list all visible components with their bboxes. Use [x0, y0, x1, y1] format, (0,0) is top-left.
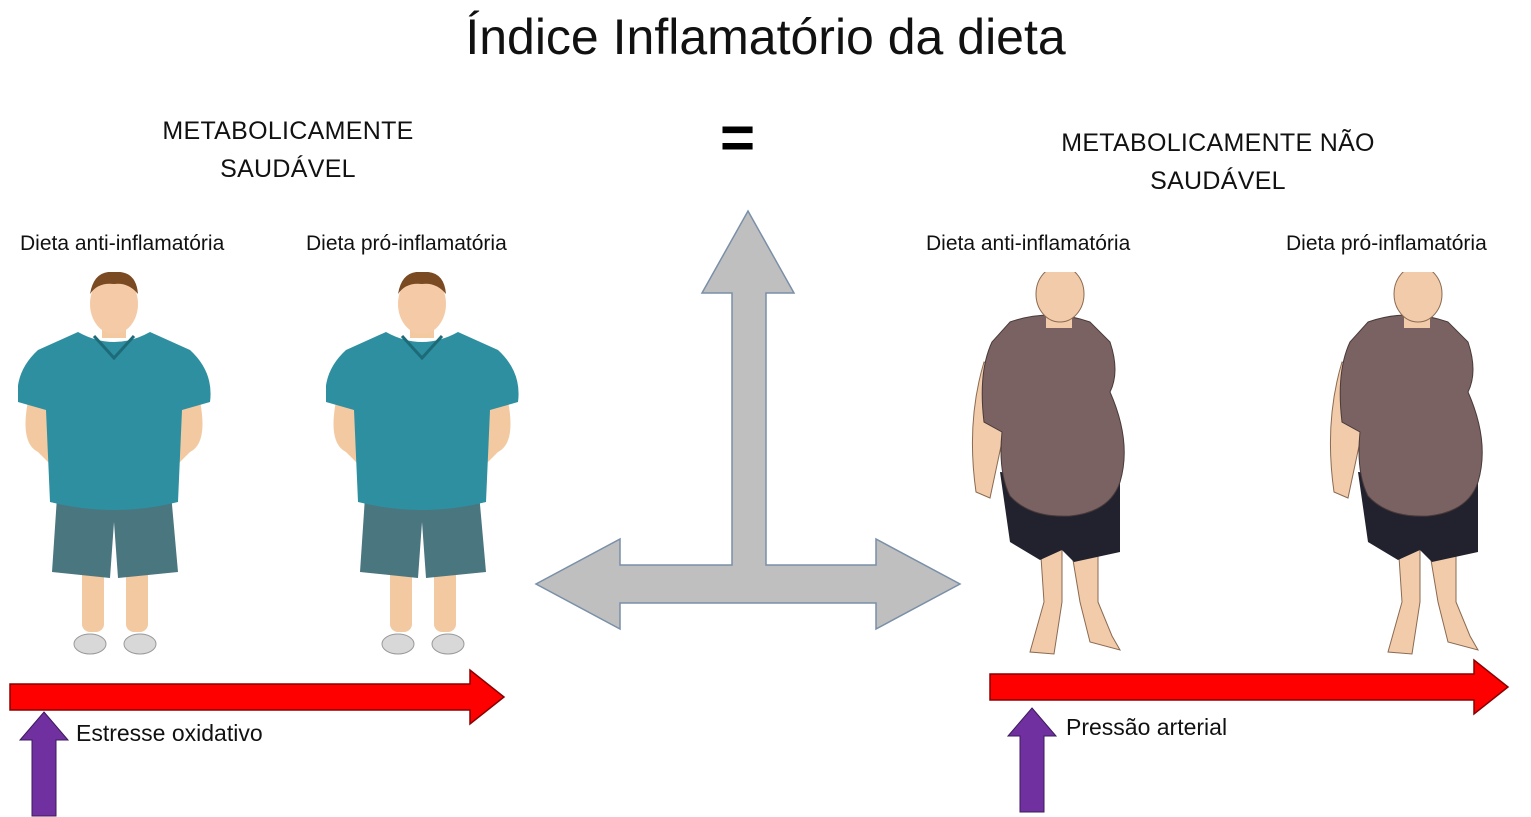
diet-label-unhealthy-anti: Dieta anti-inflamatória	[926, 232, 1131, 255]
effect-label-oxidative-stress: Estresse oxidativo	[76, 720, 263, 747]
center-three-way-arrow	[534, 209, 962, 631]
group-heading-unhealthy: METABOLICAMENTE NÃO SAUDÁVEL	[1038, 124, 1398, 200]
diet-label-healthy-anti: Dieta anti-inflamatória	[20, 232, 225, 255]
diet-label-unhealthy-pro: Dieta pró-inflamatória	[1286, 232, 1487, 255]
group-heading-healthy-line2: SAUDÁVEL	[220, 155, 356, 183]
group-heading-healthy-line1: METABOLICAMENTE	[162, 117, 414, 145]
person-healthy-pro-inflammatory	[326, 272, 521, 656]
group-heading-unhealthy-line1: METABOLICAMENTE NÃO	[1061, 129, 1375, 157]
effect-label-blood-pressure: Pressão arterial	[1066, 714, 1228, 740]
person-healthy-anti-inflammatory	[18, 272, 213, 656]
equals-sign: =	[720, 104, 756, 171]
purple-up-arrow-unhealthy	[1006, 707, 1058, 813]
person-unhealthy-anti-inflammatory	[971, 272, 1125, 655]
red-arrow-healthy	[9, 668, 506, 726]
page-title: Índice Inflamatório da dieta	[465, 9, 1066, 65]
group-heading-healthy: METABOLICAMENTE SAUDÁVEL	[138, 112, 438, 188]
red-arrow-unhealthy	[989, 658, 1510, 716]
group-heading-unhealthy-line2: SAUDÁVEL	[1150, 167, 1286, 195]
effect-label-oxidative-stress-text: Estresse oxidativo	[76, 720, 263, 746]
person-unhealthy-pro-inflammatory	[1329, 272, 1483, 655]
purple-up-arrow-healthy	[18, 711, 70, 817]
diet-label-healthy-pro: Dieta pró-inflamatória	[306, 232, 507, 255]
